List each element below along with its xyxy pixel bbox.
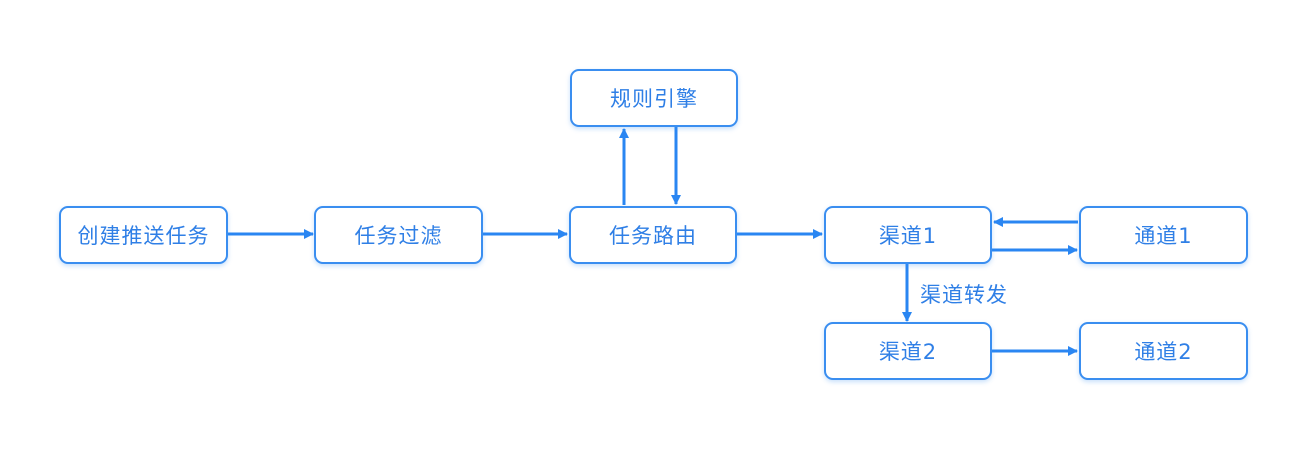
node-pathway-2-label: 通道2 [1134, 340, 1193, 364]
node-rule-engine: 规则引擎 [570, 69, 738, 127]
node-pathway-1-label: 通道1 [1134, 224, 1193, 248]
node-create-task-label: 创建推送任务 [77, 224, 210, 248]
node-channel-1-label: 渠道1 [878, 224, 938, 248]
node-channel-1: 渠道1 [824, 206, 992, 264]
edge-label-channel-forward: 渠道转发 [920, 283, 1008, 307]
node-channel-2-label: 渠道2 [878, 340, 938, 364]
node-filter-task-label: 任务过滤 [354, 224, 443, 248]
node-rule-engine-label: 规则引擎 [610, 87, 698, 111]
node-channel-2: 渠道2 [824, 322, 992, 380]
node-pathway-1: 通道1 [1079, 206, 1248, 264]
node-create-task: 创建推送任务 [59, 206, 228, 264]
node-route-task: 任务路由 [569, 206, 737, 264]
node-filter-task: 任务过滤 [314, 206, 483, 264]
node-pathway-2: 通道2 [1079, 322, 1248, 380]
node-route-task-label: 任务路由 [609, 224, 697, 248]
